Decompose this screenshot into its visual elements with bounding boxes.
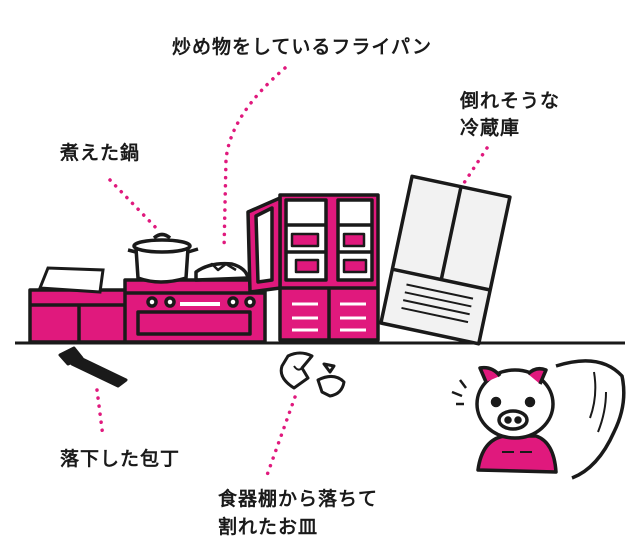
leader-lines (95, 66, 489, 480)
leader-fridge (460, 146, 489, 188)
refrigerator-icon (379, 174, 512, 346)
label-dishes-line1: 食器棚から落ちて (218, 488, 379, 510)
cupboard-icon (246, 193, 380, 342)
leader-dishes (264, 395, 297, 480)
label-knife: 落下した包丁 (60, 448, 181, 470)
label-pot: 煮えた鍋 (60, 142, 141, 164)
label-frying-pan: 炒め物をしているフライパン (172, 36, 433, 58)
broken-plate-icon (279, 351, 346, 398)
leader-knife (95, 388, 105, 439)
leader-pot (108, 178, 162, 234)
cutting-board-icon (37, 266, 105, 294)
pot-icon (127, 232, 199, 284)
pig-character-icon (451, 359, 626, 480)
leader-frying-pan (222, 66, 287, 252)
label-dishes-line2: 割れたお皿 (218, 516, 319, 538)
knife-icon (58, 346, 128, 388)
label-fridge-line2: 冷蔵庫 (460, 117, 521, 139)
label-fridge-line1: 倒れそうな (460, 90, 561, 112)
